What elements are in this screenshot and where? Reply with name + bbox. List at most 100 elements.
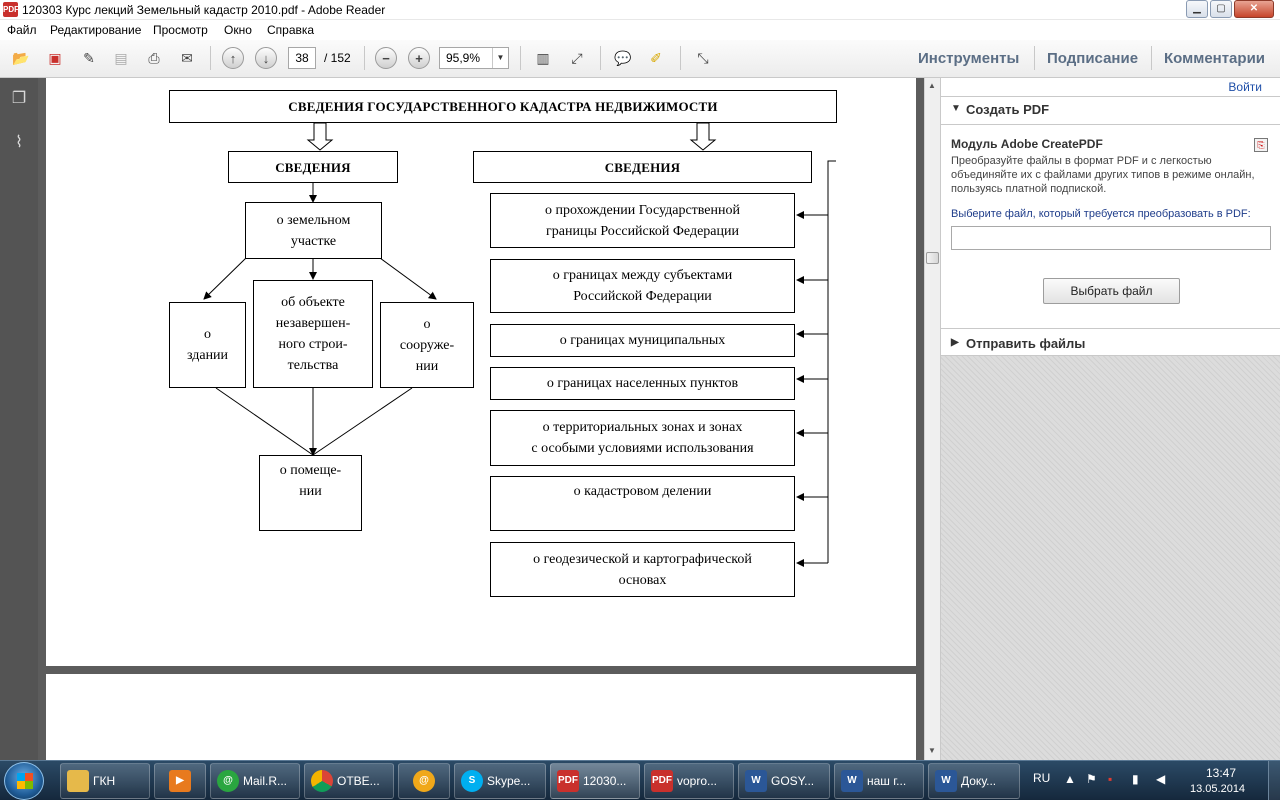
tab-sign[interactable]: Подписание	[1047, 50, 1139, 67]
send-files-section-header[interactable]: ▶ Отправить файлы	[941, 332, 1280, 356]
task-word-3[interactable]: W Доку...	[928, 763, 1020, 799]
triangle-right-icon: ▶	[951, 337, 959, 348]
building-box: о здании	[169, 302, 246, 388]
start-button[interactable]	[4, 762, 44, 800]
document-view[interactable]: СВЕДЕНИЯ ГОСУДАРСТВЕННОГО КАДАСТРА НЕДВИ…	[38, 78, 924, 760]
chevron-down-icon[interactable]: ▼	[492, 48, 508, 68]
language-indicator[interactable]: RU	[1033, 771, 1051, 785]
zoom-out-icon[interactable]: −	[375, 47, 397, 69]
right-item-1: о прохождении Государственной границы Ро…	[490, 193, 795, 248]
fit-page-icon[interactable]: ▥	[536, 49, 550, 66]
task-skype[interactable]: S Skype...	[454, 763, 546, 799]
next-page-icon[interactable]: ↓	[255, 47, 277, 69]
menu-file[interactable]: Файл	[7, 23, 37, 37]
empty-pane-area	[941, 356, 1280, 760]
right-item-6: о кадастровом делении	[490, 476, 795, 531]
file-path-input[interactable]	[951, 226, 1271, 250]
task-reader-2[interactable]: PDF vopro...	[644, 763, 734, 799]
chrome-icon	[311, 770, 333, 792]
task-label: GOSY...	[771, 774, 815, 788]
structure-box: о сооруже- нии	[380, 302, 474, 388]
volume-icon[interactable]: ◀	[1156, 772, 1166, 786]
page-number-input[interactable]	[288, 47, 316, 69]
divider	[941, 355, 1280, 356]
task-label: 12030...	[583, 774, 627, 788]
minimize-button[interactable]: ▁	[1186, 0, 1208, 18]
task-mail-at[interactable]: @	[398, 763, 450, 799]
print-icon[interactable]: ⎙	[148, 49, 160, 66]
close-button[interactable]: ✕	[1234, 0, 1274, 18]
task-reader-1[interactable]: PDF 12030...	[550, 763, 640, 799]
word-icon: W	[935, 770, 957, 792]
task-label: vopro...	[677, 774, 718, 788]
task-chrome[interactable]: ОТВЕ...	[304, 763, 394, 799]
signin-link[interactable]: Войти	[1228, 80, 1262, 94]
maximize-button[interactable]: ▢	[1210, 0, 1232, 18]
tab-comments[interactable]: Комментарии	[1164, 50, 1266, 67]
menu-edit[interactable]: Редактирование	[50, 23, 142, 37]
create-pdf-section-header[interactable]: ▼ Создать PDF	[941, 98, 1280, 122]
createpdf-icon: ⎘	[1254, 138, 1268, 152]
clock-time[interactable]: 13:47	[1206, 766, 1237, 780]
task-word-2[interactable]: W наш г...	[834, 763, 924, 799]
title-bar: PDF 120303 Курс лекций Земельный кадастр…	[0, 0, 1280, 20]
choose-file-button[interactable]: Выбрать файл	[1043, 278, 1180, 304]
toolbar: 📂 ▣ ✎ ▤ ⎙ ✉ ↑ ↓ − + ▥ ⤢ 💬 ✐ ⤡	[0, 40, 1280, 78]
menu-help[interactable]: Справка	[267, 23, 315, 37]
separator	[210, 46, 211, 70]
tab-tools[interactable]: Инструменты	[918, 50, 1020, 67]
task-word-1[interactable]: W GOSY...	[738, 763, 830, 799]
show-desktop-button[interactable]	[1268, 761, 1280, 800]
navigation-panel: ❐ ⌇	[0, 78, 38, 760]
page-total: / 152	[324, 51, 351, 65]
window-title: 120303 Курс лекций Земельный кадастр 201…	[22, 3, 386, 17]
right-item-4: о границах населенных пунктов	[490, 367, 795, 400]
module-title: Модуль Adobe CreatePDF	[951, 137, 1103, 151]
zoom-value: 95,9%	[446, 51, 481, 65]
divider	[941, 96, 1280, 97]
zoom-in-icon[interactable]: +	[408, 47, 430, 69]
menu-view[interactable]: Просмотр	[153, 23, 208, 37]
scroll-down-icon[interactable]: ▼	[928, 746, 936, 755]
power-icon[interactable]: ▪	[1108, 772, 1113, 786]
clock-date[interactable]: 13.05.2014	[1190, 783, 1246, 795]
network-icon[interactable]: ▮	[1132, 772, 1139, 786]
task-gkn[interactable]: ГКН	[60, 763, 150, 799]
fit-width-icon[interactable]: ⤢	[571, 49, 583, 66]
fullscreen-icon[interactable]: ⤡	[697, 49, 709, 66]
task-label: ОТВЕ...	[337, 774, 380, 788]
save-icon[interactable]: ▤	[114, 49, 128, 66]
pdf-icon: PDF	[557, 770, 579, 792]
separator	[1034, 46, 1035, 70]
flag-icon[interactable]: ⚑	[1086, 772, 1097, 786]
email-icon[interactable]: ✉	[181, 49, 193, 66]
select-file-label: Выберите файл, который требуется преобра…	[951, 208, 1251, 220]
open-icon[interactable]: 📂	[12, 49, 30, 66]
tray-arrow-icon[interactable]: ▲	[1064, 772, 1076, 786]
zoom-select[interactable]: 95,9% ▼	[439, 47, 509, 69]
pdf-icon: PDF	[3, 2, 19, 17]
create-pdf-label: Создать PDF	[966, 102, 1050, 117]
task-label: наш г...	[867, 774, 907, 788]
highlight-icon[interactable]: ✐	[650, 49, 662, 66]
edit-icon[interactable]: ✎	[83, 49, 95, 66]
menu-window[interactable]: Окно	[224, 23, 252, 37]
scroll-up-icon[interactable]: ▲	[928, 81, 936, 90]
vertical-scrollbar[interactable]: ▲ ▼	[924, 78, 940, 760]
skype-icon: S	[461, 770, 483, 792]
attachment-icon[interactable]: ⌇	[15, 134, 23, 151]
separator	[364, 46, 365, 70]
mail-ru-icon: @	[413, 770, 435, 792]
comment-icon[interactable]: 💬	[614, 49, 632, 66]
pdf-page: СВЕДЕНИЯ ГОСУДАРСТВЕННОГО КАДАСТРА НЕДВИ…	[46, 78, 916, 666]
create-pdf-icon[interactable]: ▣	[48, 49, 62, 66]
pdf-icon: PDF	[651, 770, 673, 792]
separator	[680, 46, 681, 70]
pages-icon[interactable]: ❐	[11, 90, 27, 107]
task-label: Mail.R...	[243, 774, 288, 788]
task-mail[interactable]: @ Mail.R...	[210, 763, 300, 799]
scroll-thumb[interactable]	[926, 252, 939, 264]
mail-agent-icon: @	[217, 770, 239, 792]
prev-page-icon[interactable]: ↑	[222, 47, 244, 69]
task-media[interactable]: ▶	[154, 763, 206, 799]
